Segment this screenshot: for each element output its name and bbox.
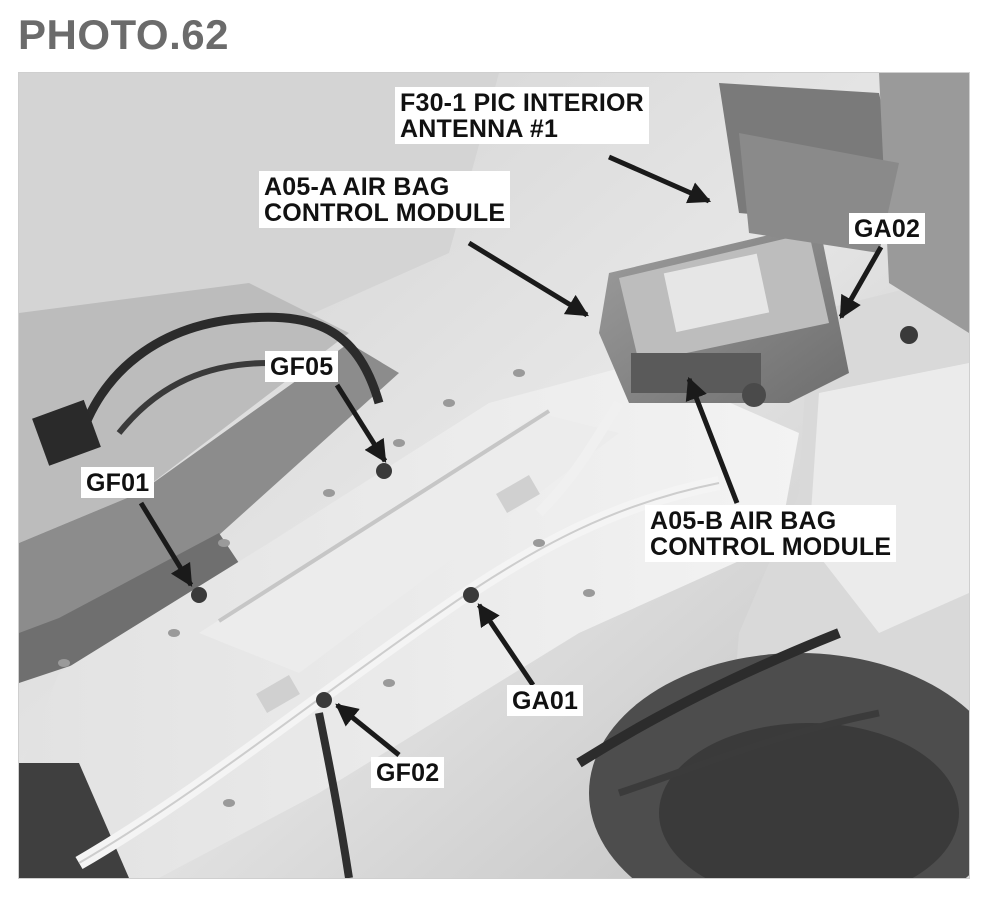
label-a05-a-line2: CONTROL MODULE — [264, 199, 506, 227]
label-gf01: GF01 — [81, 467, 155, 498]
label-a05-a-line1: A05-A AIR BAG — [264, 173, 450, 201]
label-a05-b-line1: A05-B AIR BAG — [650, 507, 837, 535]
label-ga01: GA01 — [507, 685, 584, 716]
label-f30-1-pic-interior-antenna: F30-1 PIC INTERIOR ANTENNA #1 — [395, 87, 649, 144]
label-f30-1-line1: F30-1 PIC INTERIOR — [400, 89, 644, 117]
label-a05-a-air-bag-control-module: A05-A AIR BAG CONTROL MODULE — [259, 171, 511, 228]
label-a05-b-line2: CONTROL MODULE — [650, 533, 892, 561]
label-ga02: GA02 — [849, 213, 926, 244]
label-gf05: GF05 — [265, 351, 339, 382]
vehicle-floor-photo: F30-1 PIC INTERIOR ANTENNA #1 A05-A AIR … — [18, 72, 970, 879]
label-gf02: GF02 — [371, 757, 445, 788]
photo-title: PHOTO.62 — [18, 11, 229, 58]
label-a05-b-air-bag-control-module: A05-B AIR BAG CONTROL MODULE — [645, 505, 897, 562]
label-f30-1-line2: ANTENNA #1 — [400, 115, 559, 143]
